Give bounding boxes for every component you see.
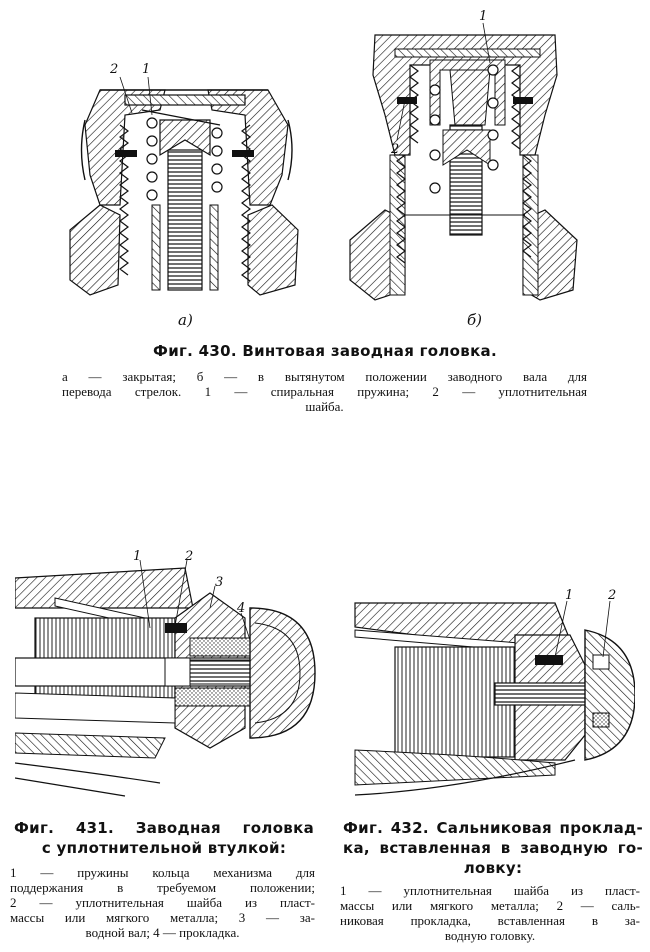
fig431-caption: 1 — пружины кольца механизма для поддерж… <box>10 865 315 940</box>
fig431-title-line-1: Фиг. 431. Заводная головка <box>14 819 314 837</box>
fig431-caption-line-4: массы или мягкого металла; 3 — за- <box>10 910 315 925</box>
fig432-caption-line-1: 1 — уплотнительная шайба из пласт- <box>340 883 640 898</box>
fig432-callout-2: 2 <box>607 588 616 603</box>
fig432-title-line-1: Фиг. 432. Сальниковая проклад- <box>343 819 643 837</box>
fig431-drawing: 1 2 3 4 <box>15 548 320 798</box>
fig430-caption: а — закрытая; б — в вытянутом положении … <box>62 369 587 414</box>
fig431-caption-line-1: 1 — пружины кольца механизма для <box>10 865 315 880</box>
fig431-callout-4: 4 <box>236 601 245 616</box>
fig432-caption-line-4: водную головку. <box>444 928 536 943</box>
fig431-caption-line-5: водной вал; 4 — прокладка. <box>85 925 240 940</box>
fig432-caption-line-3: никовая прокладка, вставленная в за- <box>340 913 640 928</box>
fig432-title: Фиг. 432. Сальниковая проклад- ка, встав… <box>343 818 643 878</box>
fig432-title-line-2: ка, вставленная в заводную го- <box>343 839 643 857</box>
fig430b-callout-2: 2 <box>390 142 399 157</box>
fig432-title-line-3: ловку: <box>463 859 523 877</box>
fig432-caption: 1 — уплотнительная шайба из пласт- массы… <box>340 883 640 943</box>
fig430-sub-a: а) <box>178 311 193 329</box>
fig430-sub-b: б) <box>467 311 482 329</box>
fig430-caption-line-1: а — закрытая; б — в вытянутом положении … <box>62 369 587 384</box>
fig431-callout-2: 2 <box>184 549 193 564</box>
fig430-drawing-b: 1 2 б) <box>345 5 590 335</box>
fig430-title: Фиг. 430. Винтовая заводная головка. <box>153 342 497 360</box>
fig431-title: Фиг. 431. Заводная головка с уплотнитель… <box>14 818 314 858</box>
fig430a-callout-2: 2 <box>109 62 118 77</box>
fig431-callout-3: 3 <box>215 575 223 590</box>
fig430-caption-line-3: шайба. <box>305 399 344 414</box>
fig430-drawing-a: 2 1 а) <box>60 55 310 330</box>
fig432-drawing: 1 2 <box>345 585 635 810</box>
fig431-caption-line-2: поддержания в требуемом положении; <box>10 880 315 895</box>
fig430b-callout-1: 1 <box>479 9 487 24</box>
fig431-callout-1: 1 <box>133 549 141 564</box>
fig432-callout-1: 1 <box>565 588 573 603</box>
fig431-caption-line-3: 2 — уплотнительная шайба из пласт- <box>10 895 315 910</box>
fig430-caption-line-2: перевода стрелок. 1 — спиральная пружина… <box>62 384 587 399</box>
fig430a-callout-1: 1 <box>142 62 150 77</box>
fig431-title-line-2: с уплотнительной втулкой: <box>41 839 287 857</box>
fig432-caption-line-2: массы или мягкого металла; 2 — саль- <box>340 898 640 913</box>
